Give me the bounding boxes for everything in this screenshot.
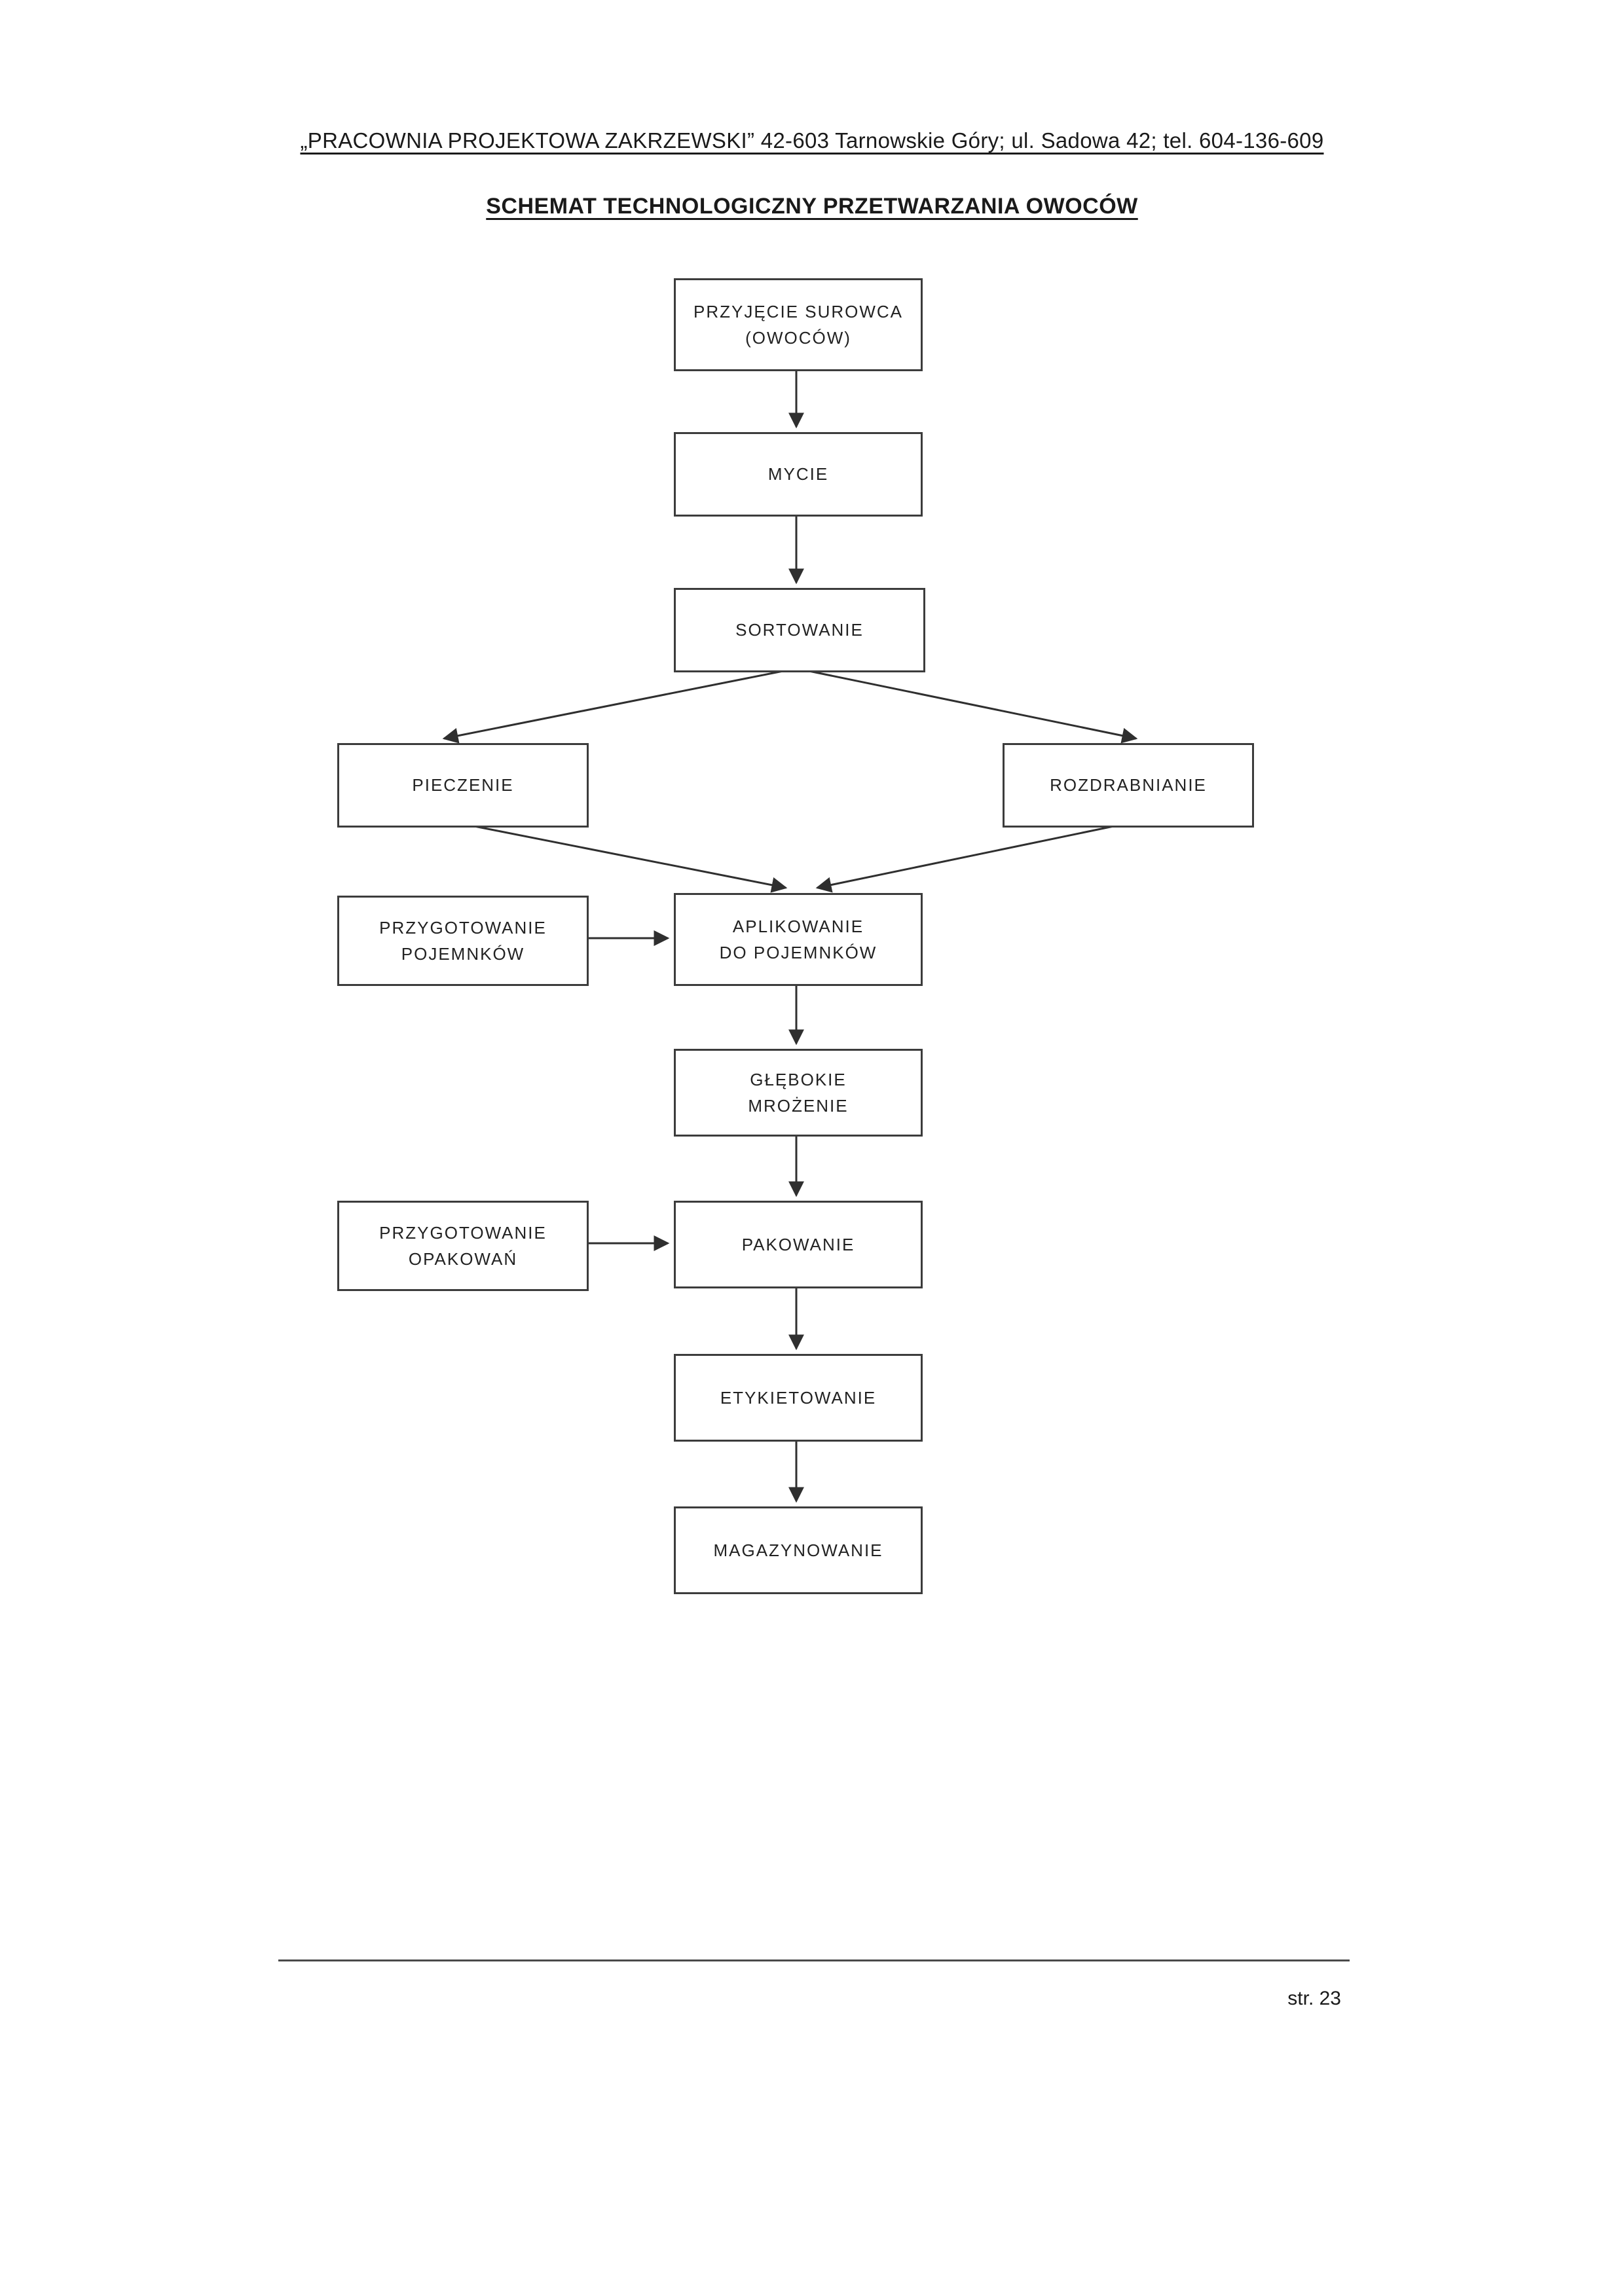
flow-node-przygotowanie-opakowan: PRZYGOTOWANIE OPAKOWAŃ (337, 1201, 589, 1291)
arrow-rozdrabnianie-aplikowanie (815, 822, 1127, 893)
flow-node-pakowanie: PAKOWANIE (674, 1201, 923, 1288)
flow-node-aplikowanie-do-pojemnikow: APLIKOWANIE DO POJEMNKÓW (674, 893, 923, 986)
flow-node-magazynowanie: MAGAZYNOWANIE (674, 1506, 923, 1594)
arrow-sortowanie-pieczenie (442, 667, 797, 744)
document-header: „PRACOWNIA PROJEKTOWA ZAKRZEWSKI” 42-603… (0, 128, 1624, 153)
footer-divider (278, 1959, 1350, 1961)
flow-node-przygotowanie-pojemnikow: PRZYGOTOWANIE POJEMNKÓW (337, 896, 589, 986)
arrow-pieczenie-aplikowanie (460, 822, 788, 893)
flow-node-sortowanie: SORTOWANIE (674, 588, 925, 672)
flow-node-etykietowanie: ETYKIETOWANIE (674, 1354, 923, 1442)
flow-node-mycie: MYCIE (674, 432, 923, 517)
flow-node-glebokie-mrozenie: GŁĘBOKIE MROŻENIE (674, 1049, 923, 1137)
flow-node-przyjecie-surowca: PRZYJĘCIE SUROWCA (OWOCÓW) (674, 278, 923, 371)
page-number: str. 23 (1287, 1988, 1341, 2009)
document-header-text: „PRACOWNIA PROJEKTOWA ZAKRZEWSKI” 42-603… (300, 128, 1324, 153)
arrow-sortowanie-rozdrabnianie (796, 667, 1138, 744)
flow-node-pieczenie: PIECZENIE (337, 743, 589, 828)
flow-node-rozdrabnianie: ROZDRABNIANIE (1003, 743, 1254, 828)
page-title: SCHEMAT TECHNOLOGICZNY PRZETWARZANIA OWO… (0, 194, 1624, 219)
page-title-text: SCHEMAT TECHNOLOGICZNY PRZETWARZANIA OWO… (486, 194, 1138, 219)
